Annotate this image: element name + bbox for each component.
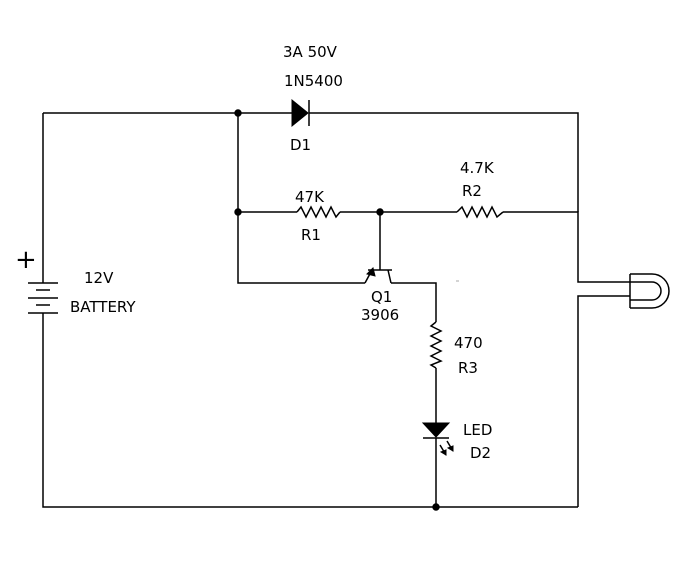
junction-dot bbox=[376, 208, 384, 216]
r2-value-label: 4.7K bbox=[460, 159, 495, 177]
r1-ref-label: R1 bbox=[301, 226, 321, 244]
battery-symbol bbox=[28, 282, 58, 314]
d1-part-label: 1N5400 bbox=[284, 72, 343, 90]
junction-dot bbox=[234, 109, 242, 117]
top-wire-right bbox=[309, 112, 579, 212]
collector-wire bbox=[391, 282, 437, 322]
wires bbox=[42, 112, 630, 508]
d1-ref-label: D1 bbox=[290, 136, 311, 154]
bottom-wire bbox=[42, 313, 578, 508]
d2-type-label: LED bbox=[463, 421, 492, 439]
r2-ref-label: R2 bbox=[462, 182, 482, 200]
transistor-q1-symbol bbox=[364, 267, 392, 284]
resistor-r3-symbol bbox=[429, 321, 443, 369]
r3-value-label: 470 bbox=[454, 334, 483, 352]
resistor-r1-symbol bbox=[296, 205, 341, 219]
q1-part-label: 3906 bbox=[361, 306, 399, 324]
battery-voltage-label: 12V bbox=[84, 269, 114, 287]
battery-plus-label: + bbox=[15, 245, 37, 275]
r3-ref-label: R3 bbox=[458, 359, 478, 377]
q1-ref-label: Q1 bbox=[371, 288, 392, 306]
d1-rating-label: 3A 50V bbox=[283, 43, 338, 61]
led-d2-symbol bbox=[421, 422, 454, 456]
resistor-r2-symbol bbox=[456, 205, 504, 219]
junctions bbox=[234, 109, 440, 511]
right-return-wire bbox=[577, 295, 630, 507]
junction-dot bbox=[234, 208, 242, 216]
junction-dot bbox=[432, 503, 440, 511]
inner-left-wire bbox=[237, 113, 365, 284]
battery-name-label: BATTERY bbox=[70, 298, 136, 316]
r2-right-wire bbox=[503, 211, 630, 283]
d2-ref-label: D2 bbox=[470, 444, 491, 462]
probe-loop-symbol bbox=[629, 273, 670, 309]
r1-value-label: 47K bbox=[295, 188, 325, 206]
diode-d1-symbol bbox=[291, 98, 310, 128]
